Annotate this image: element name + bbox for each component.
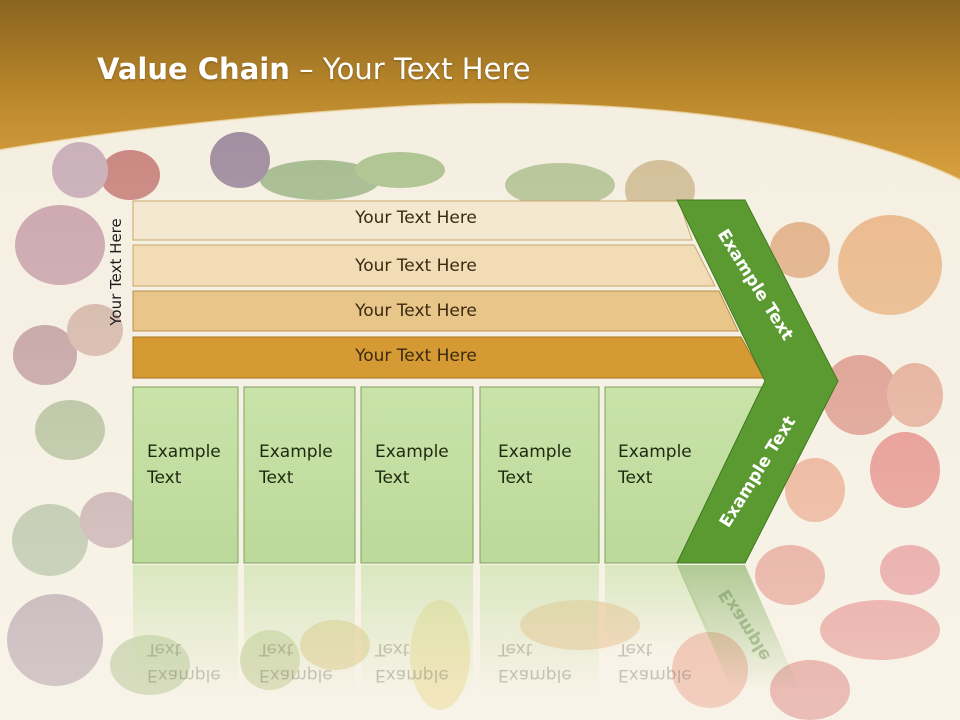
box-5-text: Example Text — [618, 442, 692, 488]
side-label: Your Text Here — [107, 218, 125, 326]
box-4-reflection: Example Text — [498, 639, 572, 685]
chevron — [676, 199, 839, 564]
box-2-reflection: Example Text — [259, 639, 333, 685]
bar-1-text: Your Text Here — [355, 208, 477, 228]
box-2-text: Example Text — [259, 442, 333, 488]
box-3-reflection: Example Text — [375, 639, 449, 685]
bar-3-text: Your Text Here — [355, 301, 477, 321]
bar-2-text: Your Text Here — [355, 256, 477, 276]
box-4 — [479, 386, 600, 564]
box-3-text: Example Text — [375, 442, 449, 488]
title-rest: – Your Text Here — [289, 52, 531, 86]
box-1 — [132, 386, 239, 564]
box-2 — [243, 386, 356, 564]
box-3 — [360, 386, 474, 564]
bar-3 — [132, 290, 739, 332]
box-1-text: Example Text — [147, 442, 221, 488]
bar-2 — [132, 244, 716, 287]
title-bold: Value Chain — [97, 52, 290, 86]
bar-4-text: Your Text Here — [355, 346, 477, 366]
bar-1 — [132, 200, 693, 241]
box-1-reflection: Example Text — [147, 639, 221, 685]
box-4-text: Example Text — [498, 442, 572, 488]
slide-title: Value Chain – Your Text Here — [97, 52, 531, 86]
box-5-reflection: Example Text — [618, 639, 692, 685]
